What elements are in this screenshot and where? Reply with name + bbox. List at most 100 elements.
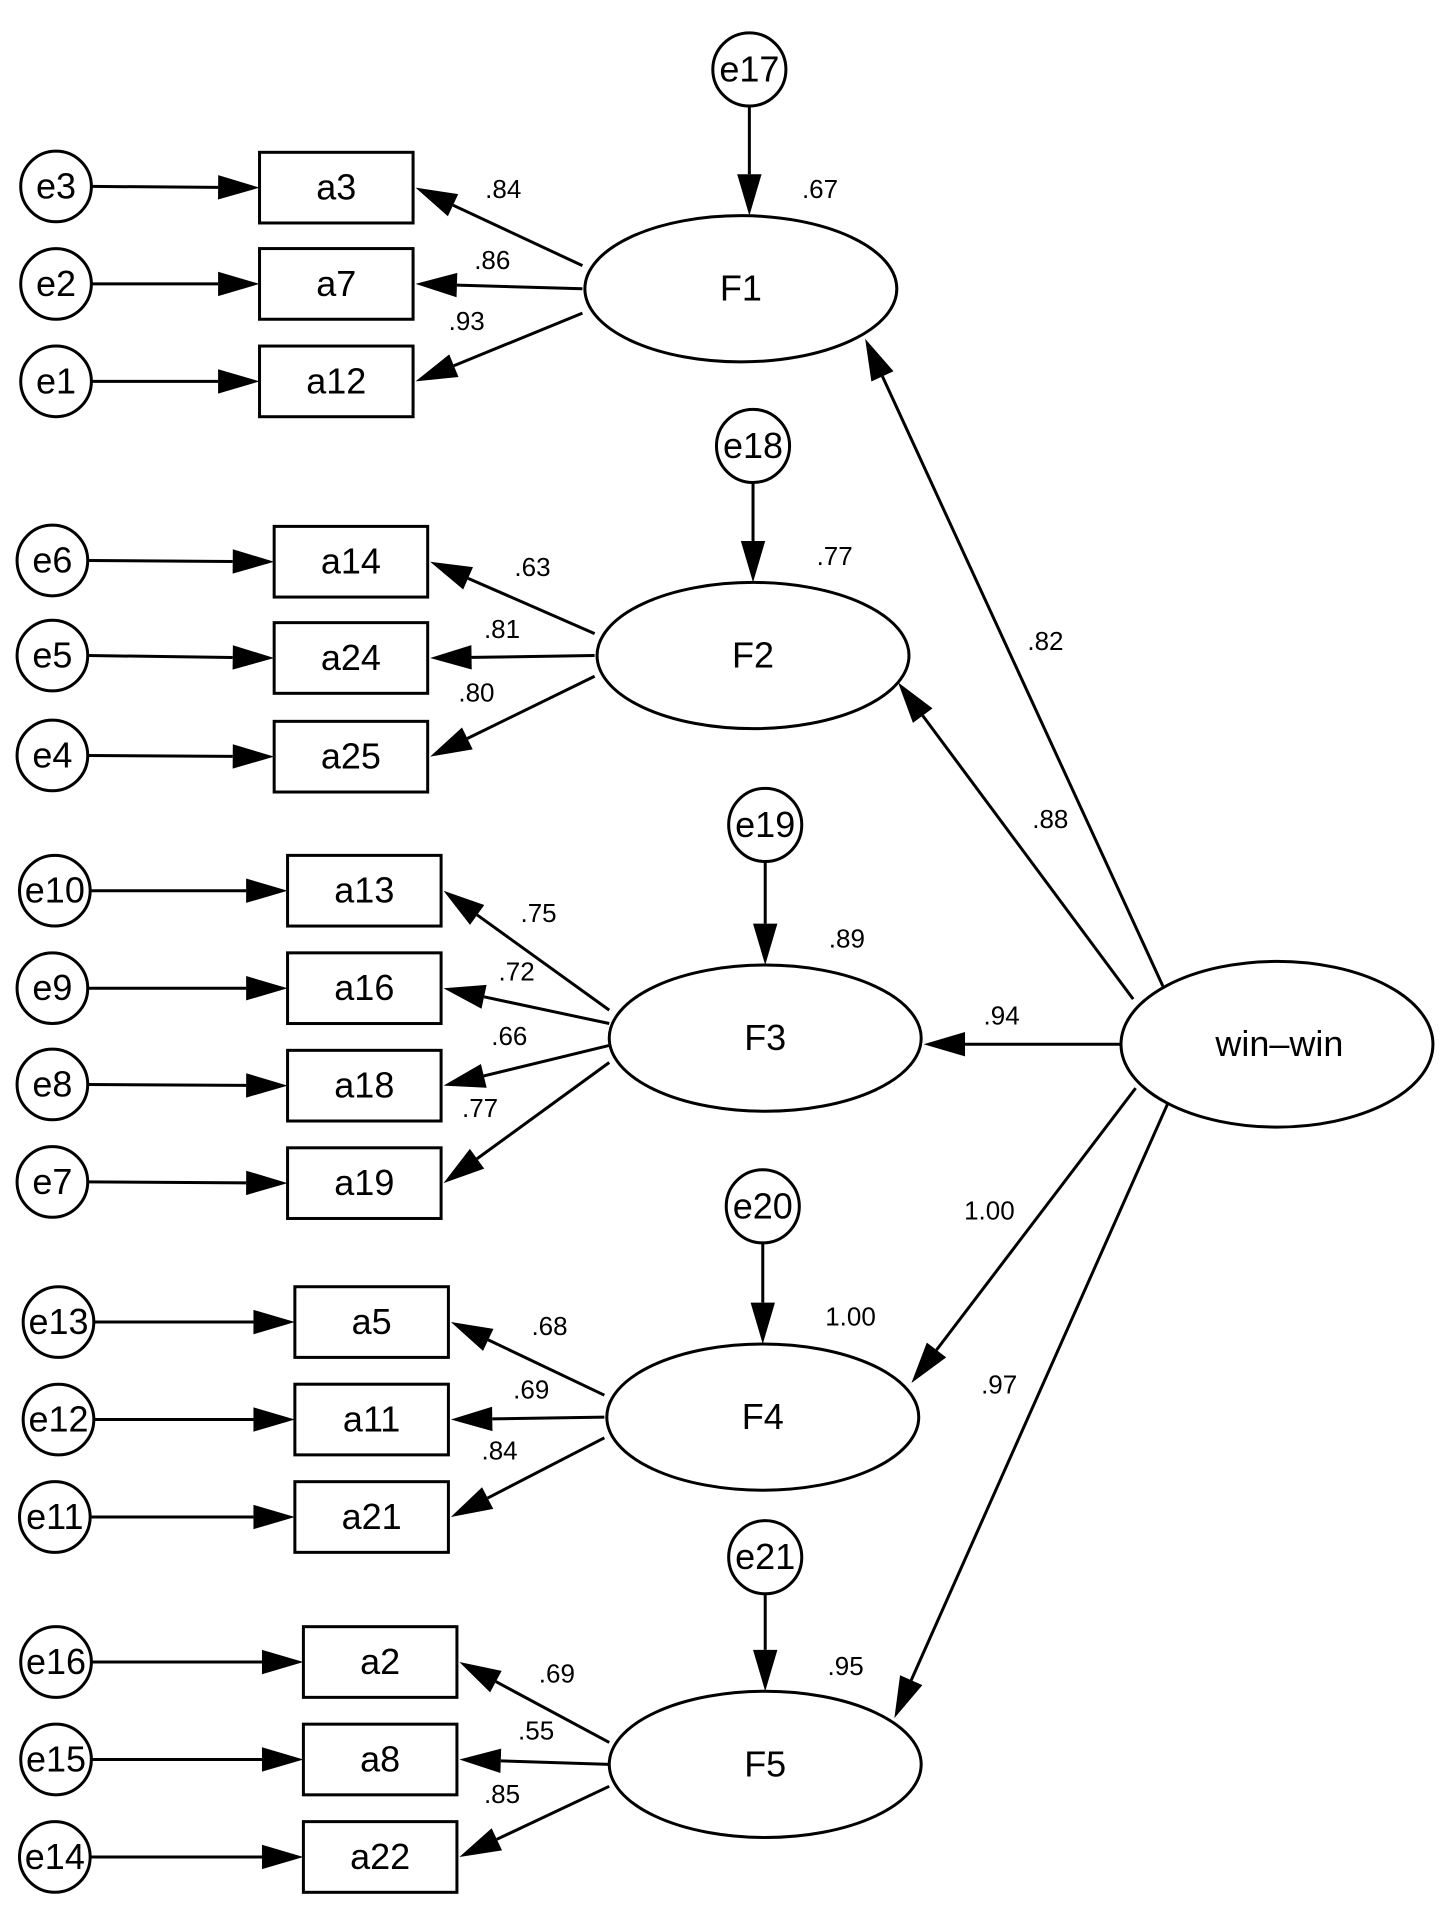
loading-arrow-a11: [492, 1415, 605, 1421]
loading-arrow-a2-arrowhead: [459, 1662, 502, 1693]
loading-arrow-a13: [476, 913, 611, 1012]
disturbance-arrow-e21-arrowhead: [753, 1649, 778, 1692]
indicator-label-a19: a19: [334, 1162, 394, 1203]
error-node-e8: [15, 1047, 90, 1122]
latent-label-win-win: win–win: [1214, 1023, 1343, 1064]
error-label-e5: e5: [32, 634, 72, 675]
error-arrow-e2-arrowhead: [218, 271, 260, 297]
indicator-box-a8: [301, 1722, 459, 1797]
indicator-label-a7: a7: [316, 263, 356, 304]
structural-arrow-f3-arrowhead: [923, 1032, 966, 1057]
structural-arrow-f2-arrowhead: [898, 682, 933, 723]
indicator-label-a22: a22: [350, 1836, 410, 1877]
loading-coef-a21: .84: [482, 1435, 518, 1465]
latent-node-f1: [583, 214, 899, 364]
indicator-label-a14: a14: [321, 541, 381, 582]
disturbance-arrow-e20-arrowhead: [750, 1302, 775, 1344]
loading-coef-a24: .81: [484, 614, 520, 644]
error-node-e9: [15, 951, 90, 1026]
error-label-e10: e10: [25, 870, 85, 911]
r-squared-f5: .95: [828, 1651, 864, 1681]
error-label-e3: e3: [36, 165, 76, 206]
loading-coef-a11: .69: [513, 1374, 549, 1404]
disturbance-node-e18: [714, 407, 792, 485]
r-squared-f2: .77: [817, 541, 853, 571]
error-arrow-e12-arrowhead: [253, 1407, 295, 1432]
error-arrow-e6-arrowhead: [232, 549, 275, 574]
error-arrow-e11-arrowhead: [253, 1504, 295, 1530]
loading-coef-a12: .93: [449, 306, 485, 336]
error-arrow-e5: [87, 654, 233, 659]
latent-label-f4: F4: [742, 1396, 784, 1437]
latent-node-win-win: [1119, 959, 1435, 1129]
error-label-e4: e4: [32, 734, 72, 775]
indicator-box-a22: [301, 1820, 459, 1894]
loading-arrow-a11-arrowhead: [450, 1406, 493, 1432]
loading-arrow-a25-arrowhead: [430, 727, 473, 757]
loading-coef-a18: .66: [491, 1021, 527, 1051]
error-arrow-e6: [87, 559, 233, 563]
loading-arrow-a21-arrowhead: [450, 1487, 494, 1518]
error-arrow-e3: [91, 184, 219, 189]
error-node-e11: [17, 1480, 92, 1554]
error-label-e12: e12: [28, 1398, 88, 1439]
error-label-e14: e14: [25, 1836, 85, 1877]
indicator-box-a24: [272, 621, 430, 695]
latent-node-f2: [595, 580, 911, 731]
loading-coef-a5: .68: [531, 1311, 567, 1341]
loading-arrow-a7: [456, 283, 583, 291]
error-node-e12: [21, 1382, 96, 1457]
indicator-label-a25: a25: [321, 736, 381, 777]
structural-arrow-f1: [881, 375, 1168, 994]
loading-arrow-a18: [483, 1044, 610, 1078]
loading-coef-a25: .80: [458, 677, 494, 707]
disturbance-label-e21: e21: [735, 1536, 795, 1577]
loading-coef-a14: .63: [514, 552, 550, 582]
disturbance-label-e19: e19: [735, 804, 795, 845]
indicator-label-a2: a2: [360, 1641, 400, 1682]
indicator-box-a25: [272, 719, 430, 794]
disturbance-node-e21: [727, 1519, 804, 1596]
loading-coef-a19: .77: [462, 1093, 498, 1123]
disturbance-arrow-e18-arrowhead: [740, 541, 766, 583]
indicator-label-a5: a5: [352, 1301, 392, 1342]
indicator-box-a18: [286, 1048, 443, 1123]
loading-coef-a16: .72: [499, 956, 535, 986]
indicator-box-a3: [258, 150, 415, 225]
loading-arrow-a25: [466, 674, 596, 740]
error-node-e16: [19, 1625, 93, 1699]
indicator-label-a24: a24: [321, 637, 381, 678]
structural-coef-f5: .97: [981, 1370, 1017, 1400]
loading-arrow-a5: [487, 1338, 606, 1397]
loading-coef-a2: .69: [539, 1658, 575, 1688]
indicator-box-a14: [272, 524, 430, 599]
error-node-e15: [19, 1722, 93, 1797]
disturbance-arrow-e17-arrowhead: [737, 174, 762, 216]
error-label-e13: e13: [28, 1301, 88, 1342]
indicator-box-a13: [286, 853, 443, 928]
r-squared-f4: 1.00: [825, 1301, 876, 1331]
loading-arrow-a7-arrowhead: [415, 272, 458, 298]
error-label-e11: e11: [26, 1496, 83, 1537]
error-arrow-e16-arrowhead: [261, 1649, 304, 1675]
structural-arrow-f4: [935, 1087, 1137, 1351]
error-arrow-e1-arrowhead: [218, 369, 260, 394]
structural-coef-f1: .82: [1027, 626, 1063, 656]
error-arrow-e9-arrowhead: [246, 976, 288, 1001]
loading-arrow-a12-arrowhead: [415, 354, 459, 382]
error-node-e3: [19, 149, 93, 224]
indicator-box-a19: [286, 1146, 443, 1220]
disturbance-label-e20: e20: [733, 1185, 793, 1226]
error-node-e4: [15, 718, 90, 793]
disturbance-label-e18: e18: [723, 425, 783, 466]
error-node-e5: [15, 618, 90, 693]
error-arrow-e4: [87, 753, 233, 758]
loading-arrow-a16-arrowhead: [443, 984, 487, 1009]
disturbance-node-e20: [724, 1168, 801, 1245]
indicator-label-a21: a21: [342, 1496, 402, 1537]
error-node-e6: [15, 523, 90, 598]
loading-arrow-a24: [471, 654, 595, 659]
error-label-e16: e16: [26, 1641, 86, 1682]
error-node-e2: [19, 247, 93, 321]
indicator-label-a3: a3: [316, 167, 356, 208]
